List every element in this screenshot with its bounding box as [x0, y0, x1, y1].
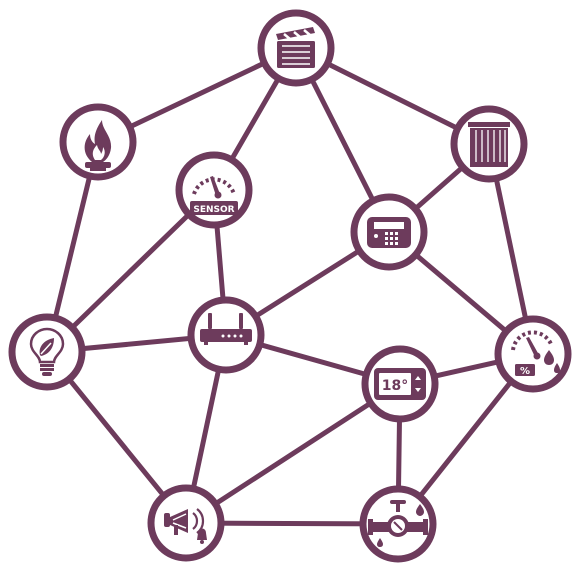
thermostat-temp: 18° [382, 378, 408, 394]
siren-alarm-icon [164, 508, 207, 544]
node-clapperboard [257, 9, 335, 87]
eco-light-bulb-icon [29, 327, 65, 376]
node-router [187, 296, 265, 374]
humidity-label: % [520, 366, 530, 377]
edge-thermostat-siren [183, 381, 403, 526]
sensor-gauge-icon: SENSOR [190, 176, 238, 215]
edge-sensor-bulb [44, 187, 217, 355]
humidity-gauge-icon: % [511, 330, 560, 377]
node-humidity: % [494, 315, 572, 393]
node-thermostat: 18° [361, 345, 439, 423]
sensor-label: SENSOR [193, 205, 234, 215]
node-blinds [450, 105, 528, 183]
node-bulb [8, 313, 86, 391]
water-valve-icon [368, 500, 428, 547]
clapperboard-icon [276, 27, 315, 68]
wifi-router-icon [200, 313, 252, 345]
thermostat-icon: 18° [374, 368, 426, 400]
window-blinds-icon [468, 122, 510, 167]
security-keypad-icon [367, 217, 411, 248]
node-fire-alarm [59, 103, 137, 181]
fire-alarm-icon [84, 120, 112, 171]
node-valve [359, 485, 437, 563]
node-siren [147, 484, 225, 562]
node-keypad [350, 193, 428, 271]
node-sensor: SENSOR [175, 151, 253, 229]
